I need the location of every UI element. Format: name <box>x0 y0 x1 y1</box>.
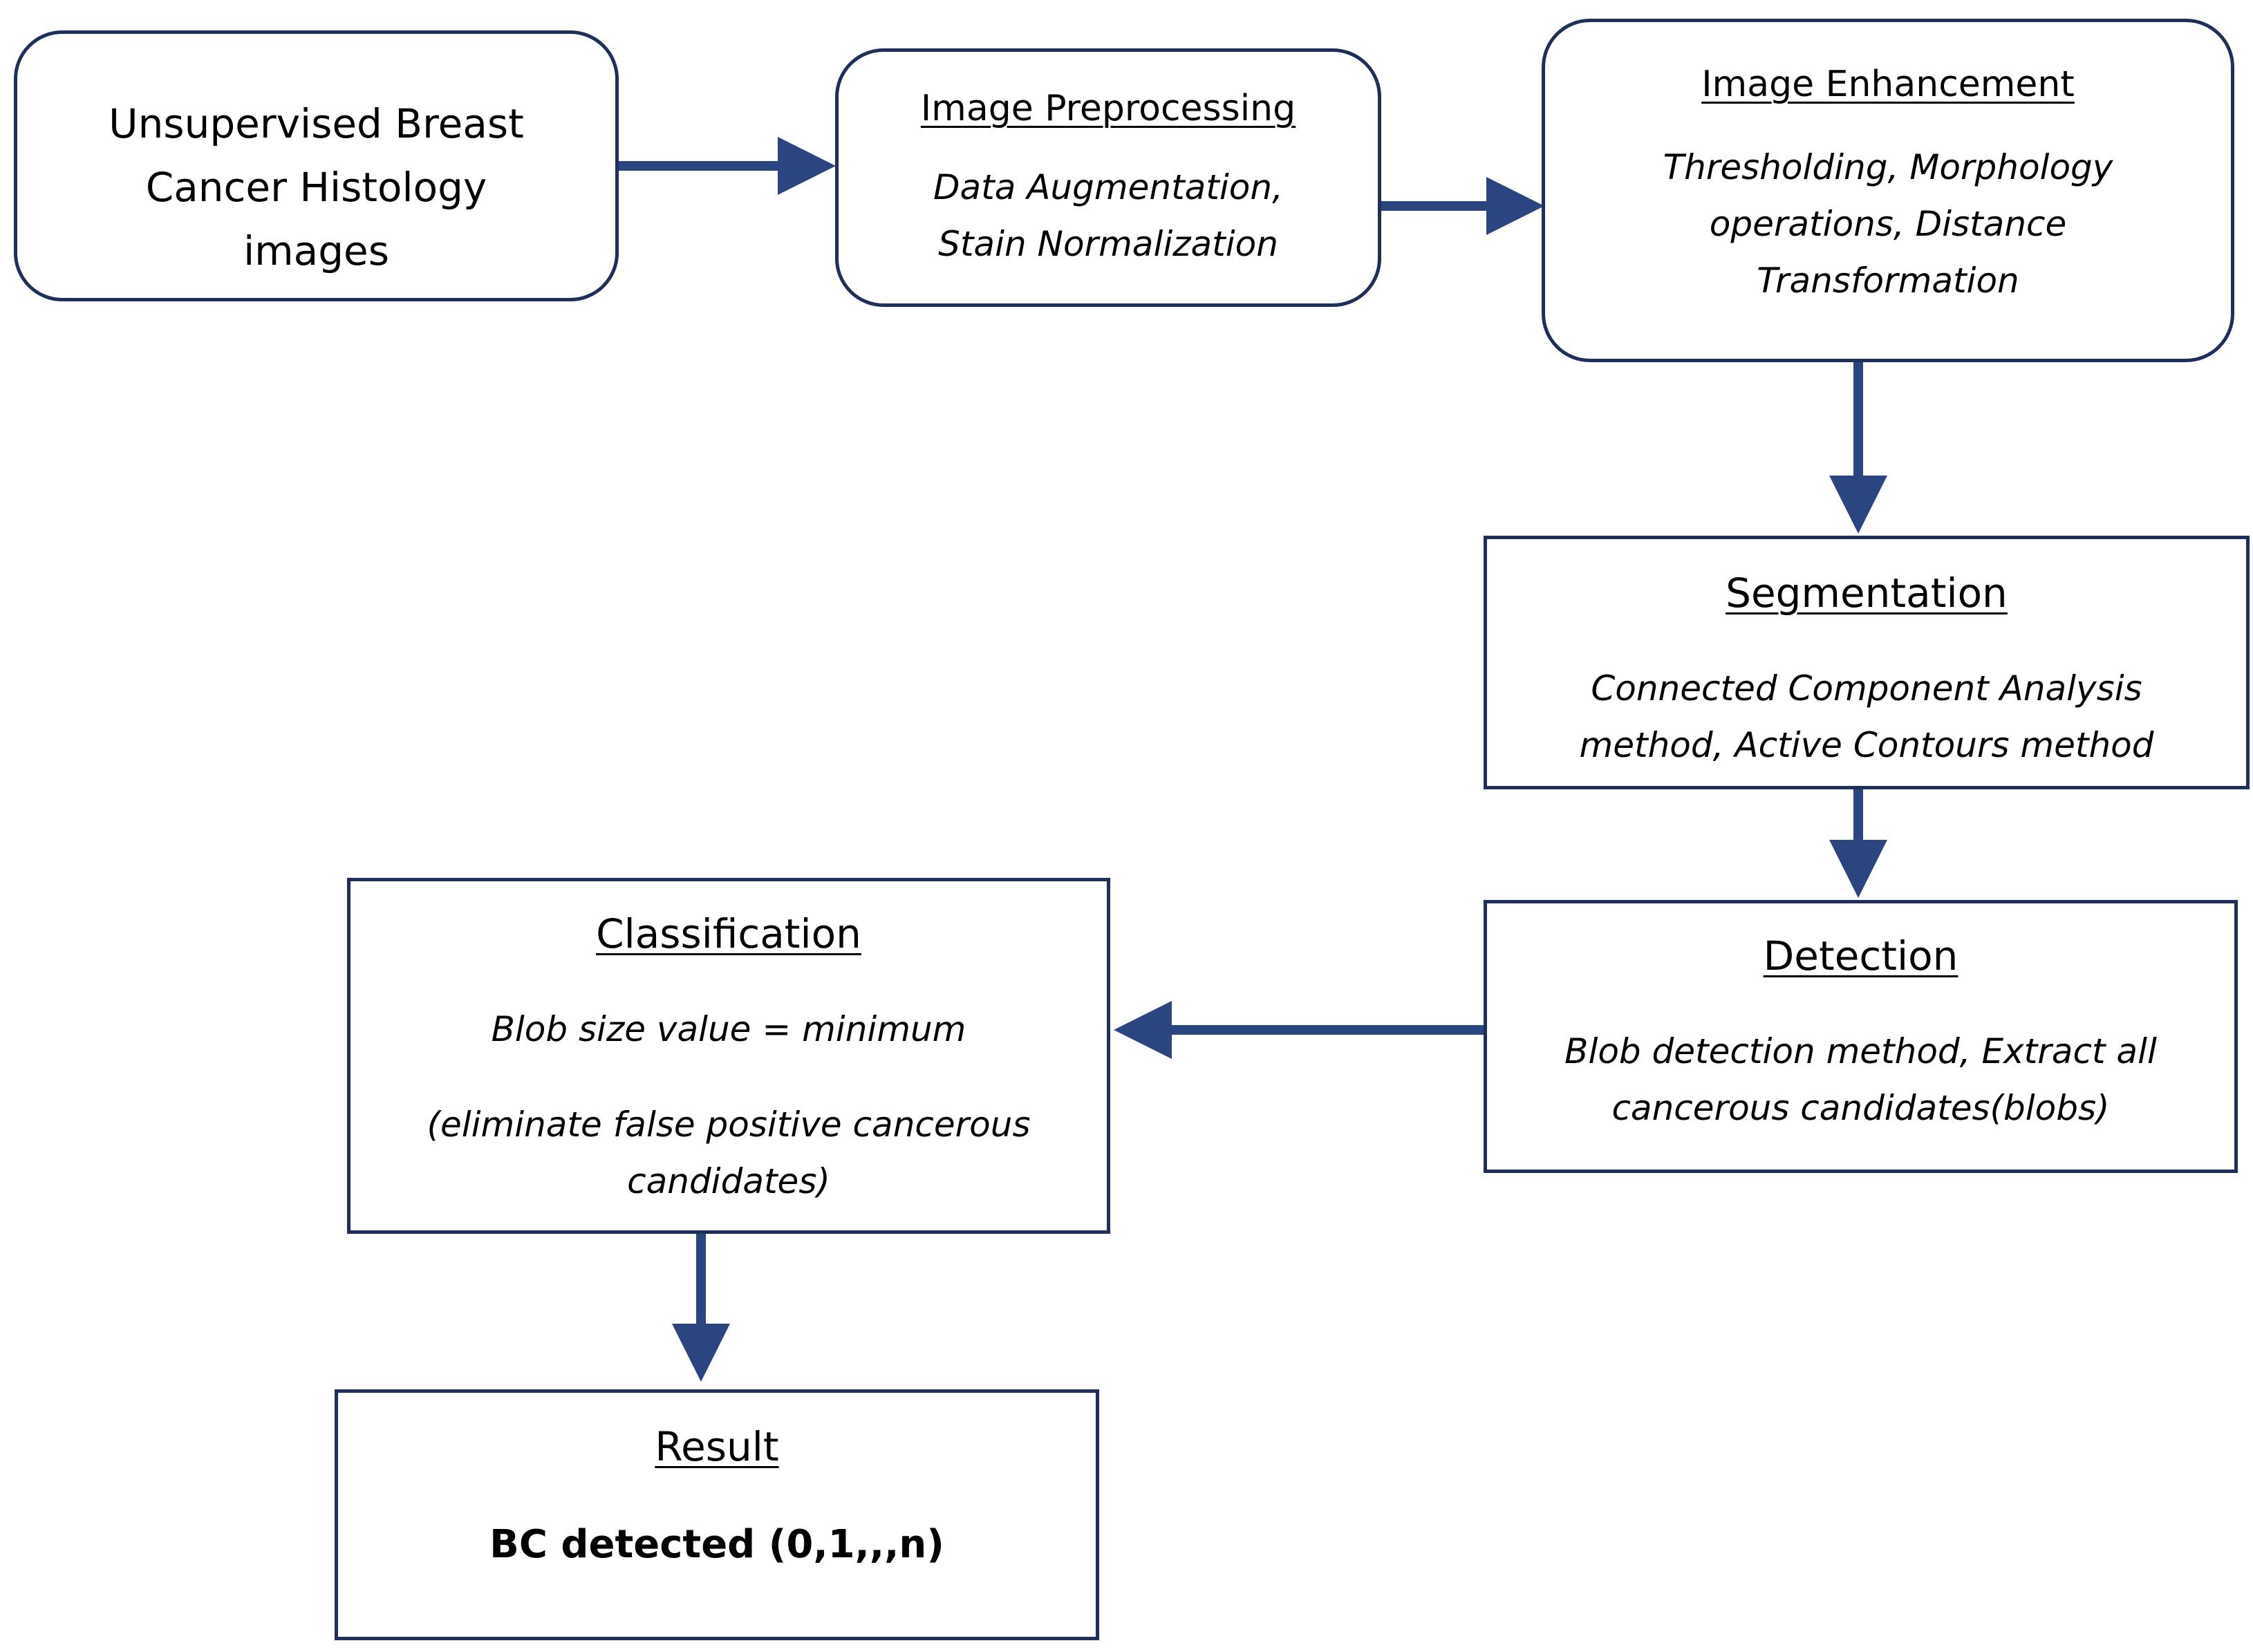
classification-title: Classification <box>596 910 861 957</box>
result-title: Result <box>655 1423 779 1470</box>
input-label: Unsupervised Breast Cancer Histology ima… <box>109 100 524 274</box>
segmentation-title: Segmentation <box>1726 570 2008 617</box>
preprocessing-title: Image Preprocessing <box>920 88 1296 129</box>
result-node: Result BC detected (0,1,,,n) <box>335 1389 1099 1640</box>
detection-title: Detection <box>1763 932 1958 979</box>
classification-body-2: (eliminate false positive cancerous cand… <box>427 1104 1031 1201</box>
enhancement-node: Image Enhancement Thresholding, Morpholo… <box>1542 19 2234 362</box>
enhancement-title: Image Enhancement <box>1701 64 2075 105</box>
segmentation-node: Segmentation Connected Component Analysi… <box>1484 536 2250 789</box>
segmentation-body: Connected Component Analysis method, Act… <box>1579 668 2154 765</box>
detection-body: Blob detection method, Extract all cance… <box>1564 1031 2157 1128</box>
preprocessing-body: Data Augmentation, Stain Normalization <box>933 167 1283 264</box>
preprocessing-node: Image Preprocessing Data Augmentation, S… <box>835 48 1381 307</box>
detection-node: Detection Blob detection method, Extract… <box>1484 900 2238 1173</box>
enhancement-body: Thresholding, Morphology operations, Dis… <box>1663 147 2113 301</box>
input-node: Unsupervised Breast Cancer Histology ima… <box>14 30 619 301</box>
result-body: BC detected (0,1,,,n) <box>489 1521 944 1567</box>
classification-node: Classification Blob size value = minimum… <box>347 878 1110 1234</box>
classification-body-1: Blob size value = minimum <box>491 1008 966 1049</box>
